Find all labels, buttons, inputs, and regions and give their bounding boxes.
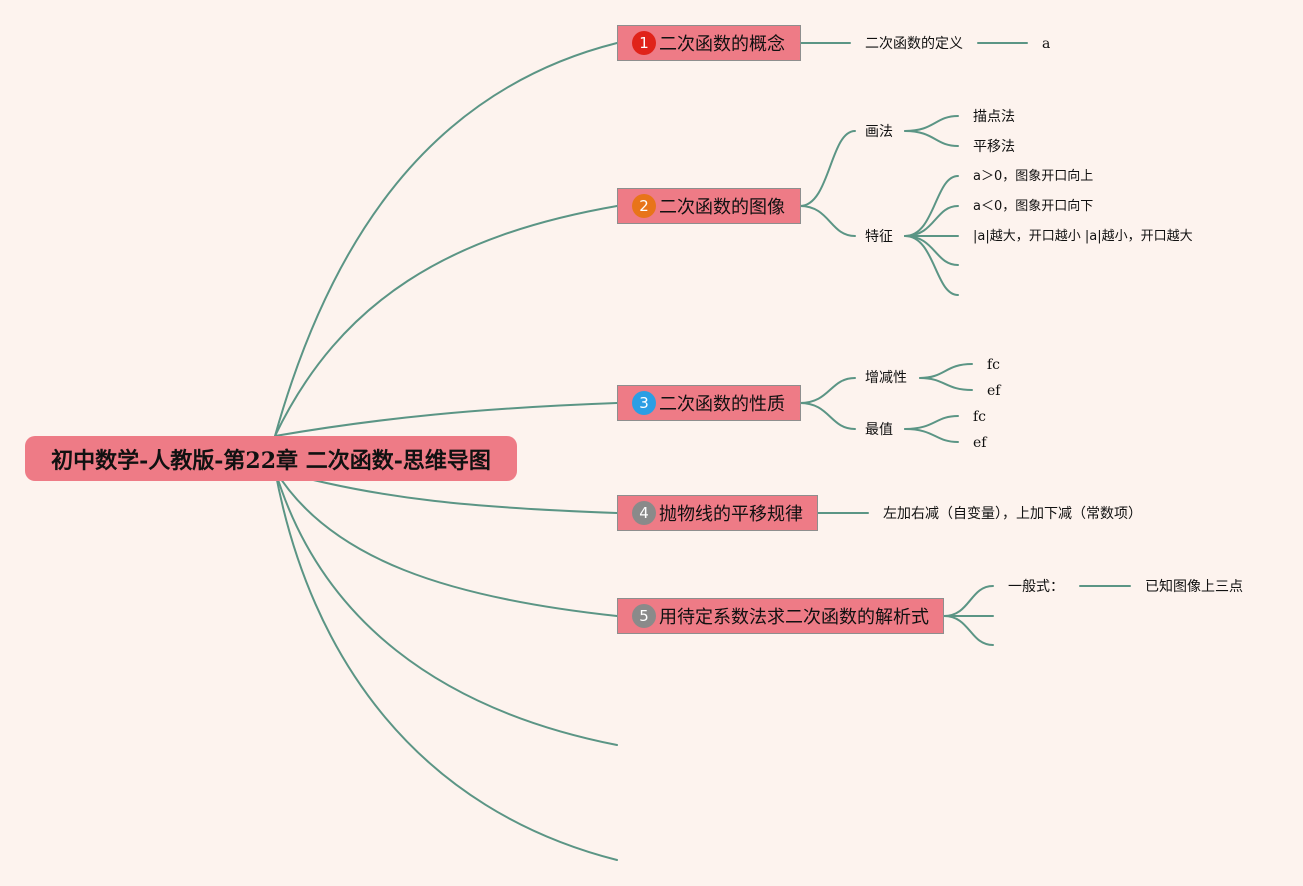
node-feature-abs-a[interactable]: |a|越大，开口越小 |a|越小，开口越大	[973, 229, 1193, 244]
link-b2-features	[799, 205, 856, 237]
node-extreme-value[interactable]: 最值	[865, 422, 893, 438]
node-mono-ef[interactable]: ef	[987, 383, 1001, 399]
link-b5-empty-2	[943, 615, 994, 646]
link-root-b3	[274, 402, 618, 437]
node-feature-a-positive[interactable]: a＞0，图象开口向上	[973, 169, 1094, 184]
link-b2-draw-1	[904, 115, 959, 132]
link-root-b5	[274, 469, 618, 617]
number-5-icon: 5	[632, 604, 656, 628]
link-b2-draw-2	[904, 130, 959, 147]
node-a[interactable]: a	[1042, 36, 1051, 52]
number-4-icon: 4	[632, 501, 656, 525]
link-b3-extreme	[799, 402, 856, 430]
branch-node-undetermined-coefficients[interactable]: 5 用待定系数法求二次函数的解析式	[617, 598, 944, 634]
branch-node-concept[interactable]: 1 二次函数的概念	[617, 25, 801, 61]
branch-label: 二次函数的图像	[659, 197, 785, 218]
node-monotonicity[interactable]: 增减性	[865, 370, 907, 386]
node-point-plotting[interactable]: 描点法	[973, 109, 1015, 125]
node-feature-a-negative[interactable]: a＜0，图象开口向下	[973, 199, 1094, 214]
root-node[interactable]: 初中数学-人教版-第22章 二次函数-思维导图	[25, 436, 517, 481]
link-root-b1	[274, 42, 618, 437]
link-b2-drawing	[799, 130, 856, 207]
node-three-points[interactable]: 已知图像上三点	[1145, 579, 1243, 595]
node-translation-rule[interactable]: 左加右减（自变量），上加下减（常数项）	[883, 506, 1142, 522]
branch-label: 二次函数的性质	[659, 394, 785, 415]
root-title: 初中数学-人教版-第22章 二次函数-思维导图	[51, 447, 491, 474]
link-root-empty-1	[274, 469, 618, 746]
branch-node-translation[interactable]: 4 抛物线的平移规律	[617, 495, 818, 531]
link-b3-ext-2	[904, 428, 959, 443]
node-general-form[interactable]: 一般式：	[1008, 579, 1064, 595]
node-definition[interactable]: 二次函数的定义	[865, 36, 963, 52]
node-drawing-method[interactable]: 画法	[865, 124, 893, 140]
link-b3-ext-1	[904, 415, 959, 430]
branch-node-graph[interactable]: 2 二次函数的图像	[617, 188, 801, 224]
node-ext-fc[interactable]: fc	[973, 409, 987, 425]
link-root-empty-2	[274, 469, 618, 861]
branch-label: 抛物线的平移规律	[659, 504, 803, 525]
link-b2-feat-1	[904, 175, 959, 237]
link-b3-mono-1	[919, 363, 973, 379]
number-1-icon: 1	[632, 31, 656, 55]
link-root-b2	[274, 205, 618, 437]
link-b5-general	[943, 585, 994, 617]
branch-label: 用待定系数法求二次函数的解析式	[659, 607, 929, 628]
number-2-icon: 2	[632, 194, 656, 218]
number-3-icon: 3	[632, 391, 656, 415]
node-ext-ef[interactable]: ef	[973, 435, 987, 451]
link-b2-feat-5	[904, 235, 959, 296]
link-b3-monotonic	[799, 377, 856, 404]
link-b3-mono-2	[919, 377, 973, 391]
node-translation-method[interactable]: 平移法	[973, 139, 1015, 155]
node-features[interactable]: 特征	[865, 229, 893, 245]
node-mono-fc[interactable]: fc	[987, 357, 1001, 373]
branch-label: 二次函数的概念	[659, 34, 785, 55]
branch-node-properties[interactable]: 3 二次函数的性质	[617, 385, 801, 421]
